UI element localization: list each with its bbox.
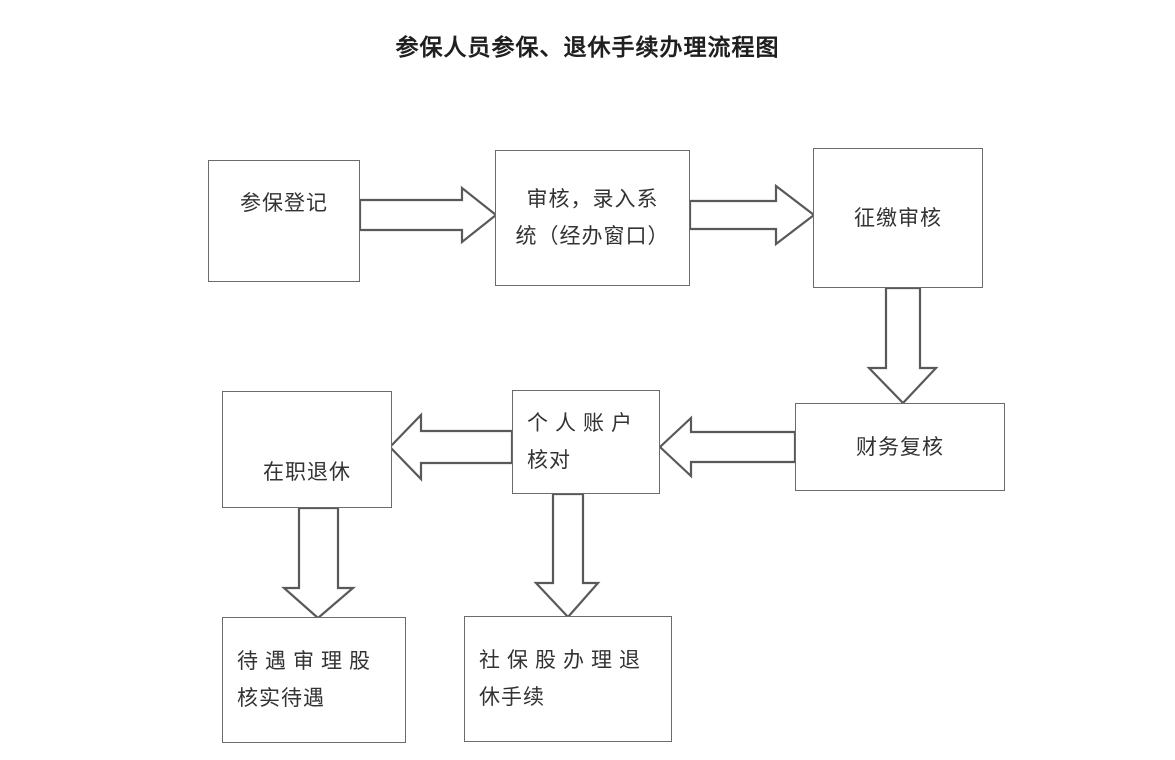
node-social[interactable]: 社保股办理退 休手续 <box>464 616 672 742</box>
arrow-finance-to-account <box>658 415 797 479</box>
arrow-account-to-retire <box>388 412 514 482</box>
node-finance[interactable]: 财务复核 <box>795 403 1005 491</box>
arrow-register-to-review <box>358 185 498 245</box>
node-account-line-1: 个人账户 <box>527 411 639 436</box>
node-finance-line-1: 财务复核 <box>856 434 944 459</box>
node-register-line-1: 参保登记 <box>240 191 328 215</box>
node-review-line-2: 统（经办窗口） <box>515 224 670 248</box>
node-account[interactable]: 个人账户 核对 <box>512 390 660 494</box>
node-benefit[interactable]: 待遇审理股 核实待遇 <box>222 617 406 743</box>
arrow-levy-to-finance <box>866 286 939 405</box>
page-title: 参保人员参保、退休手续办理流程图 <box>395 35 780 61</box>
arrow-retire-to-benefit <box>281 506 356 620</box>
arrow-account-to-social <box>533 492 601 619</box>
node-levy[interactable]: 征缴审核 <box>813 148 983 288</box>
node-register[interactable]: 参保登记 <box>208 160 360 282</box>
node-levy-line-1: 征缴审核 <box>854 205 942 230</box>
node-review-line-1: 审核，录入系 <box>526 187 659 212</box>
node-benefit-line-2: 核实待遇 <box>237 686 325 710</box>
node-account-line-2: 核对 <box>527 448 571 472</box>
node-benefit-line-1: 待遇审理股 <box>237 649 377 674</box>
node-social-line-1: 社保股办理退 <box>479 648 647 673</box>
node-review[interactable]: 审核，录入系 统（经办窗口） <box>495 150 690 286</box>
node-retire[interactable]: 在职退休 <box>222 391 392 508</box>
arrow-review-to-levy <box>688 183 816 247</box>
node-social-line-2: 休手续 <box>479 685 545 709</box>
node-retire-line-1: 在职退休 <box>263 460 351 485</box>
